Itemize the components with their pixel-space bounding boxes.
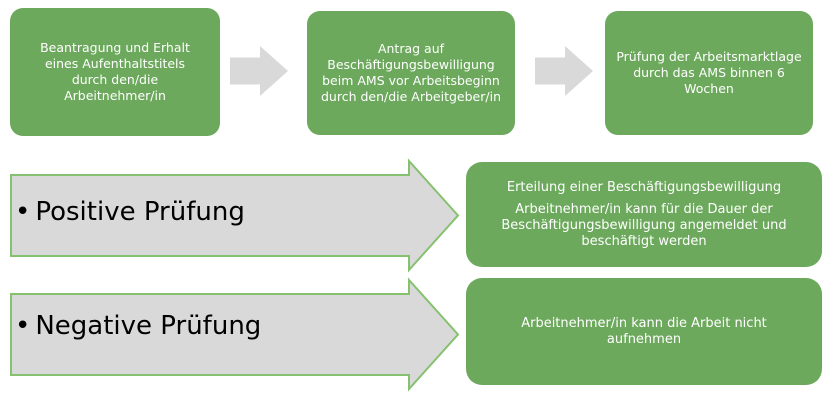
bullet-icon: • xyxy=(15,311,31,341)
outcome-label-negative: • Negative Prüfung xyxy=(15,310,261,342)
right-arrow-icon xyxy=(535,46,593,96)
process-step-1-box: Beantragung und Erhalt eines Aufenthalts… xyxy=(10,8,220,136)
bullet-icon: • xyxy=(15,197,31,227)
outcome-label-positive: • Positive Prüfung xyxy=(15,196,245,228)
process-step-2-box: Antrag auf Beschäftigungsbewilligung bei… xyxy=(307,11,515,135)
flow-connector-arrow-2 xyxy=(535,46,593,96)
process-step-3-box: Prüfung der Arbeitsmarktlage durch das A… xyxy=(605,11,813,135)
process-step-3-text: Prüfung der Arbeitsmarktlage durch das A… xyxy=(616,49,802,96)
big-right-arrow-icon xyxy=(10,158,460,273)
flow-connector-arrow-1 xyxy=(230,46,288,96)
outcome-label-negative-text: Negative Prüfung xyxy=(35,311,262,341)
result-positive-line-2: Arbeitnehmer/in kann für die Dauer der B… xyxy=(501,201,787,249)
result-box-negative: Arbeitnehmer/in kann die Arbeit nicht au… xyxy=(466,278,822,385)
process-step-2-text: Antrag auf Beschäftigungsbewilligung bei… xyxy=(320,41,501,104)
process-step-1-text: Beantragung und Erhalt eines Aufenthalts… xyxy=(40,40,190,103)
outcome-arrow-positive xyxy=(10,158,460,273)
result-positive-line-1: Erteilung einer Beschäftigungsbewilligun… xyxy=(506,179,782,195)
result-negative-line-1: Arbeitnehmer/in kann die Arbeit nicht au… xyxy=(521,315,767,347)
big-right-arrow-icon xyxy=(10,277,460,392)
outcome-label-positive-text: Positive Prüfung xyxy=(35,197,245,227)
outcome-arrow-negative xyxy=(10,277,460,392)
right-arrow-icon xyxy=(230,46,288,96)
result-box-positive: Erteilung einer Beschäftigungsbewilligun… xyxy=(466,162,822,267)
